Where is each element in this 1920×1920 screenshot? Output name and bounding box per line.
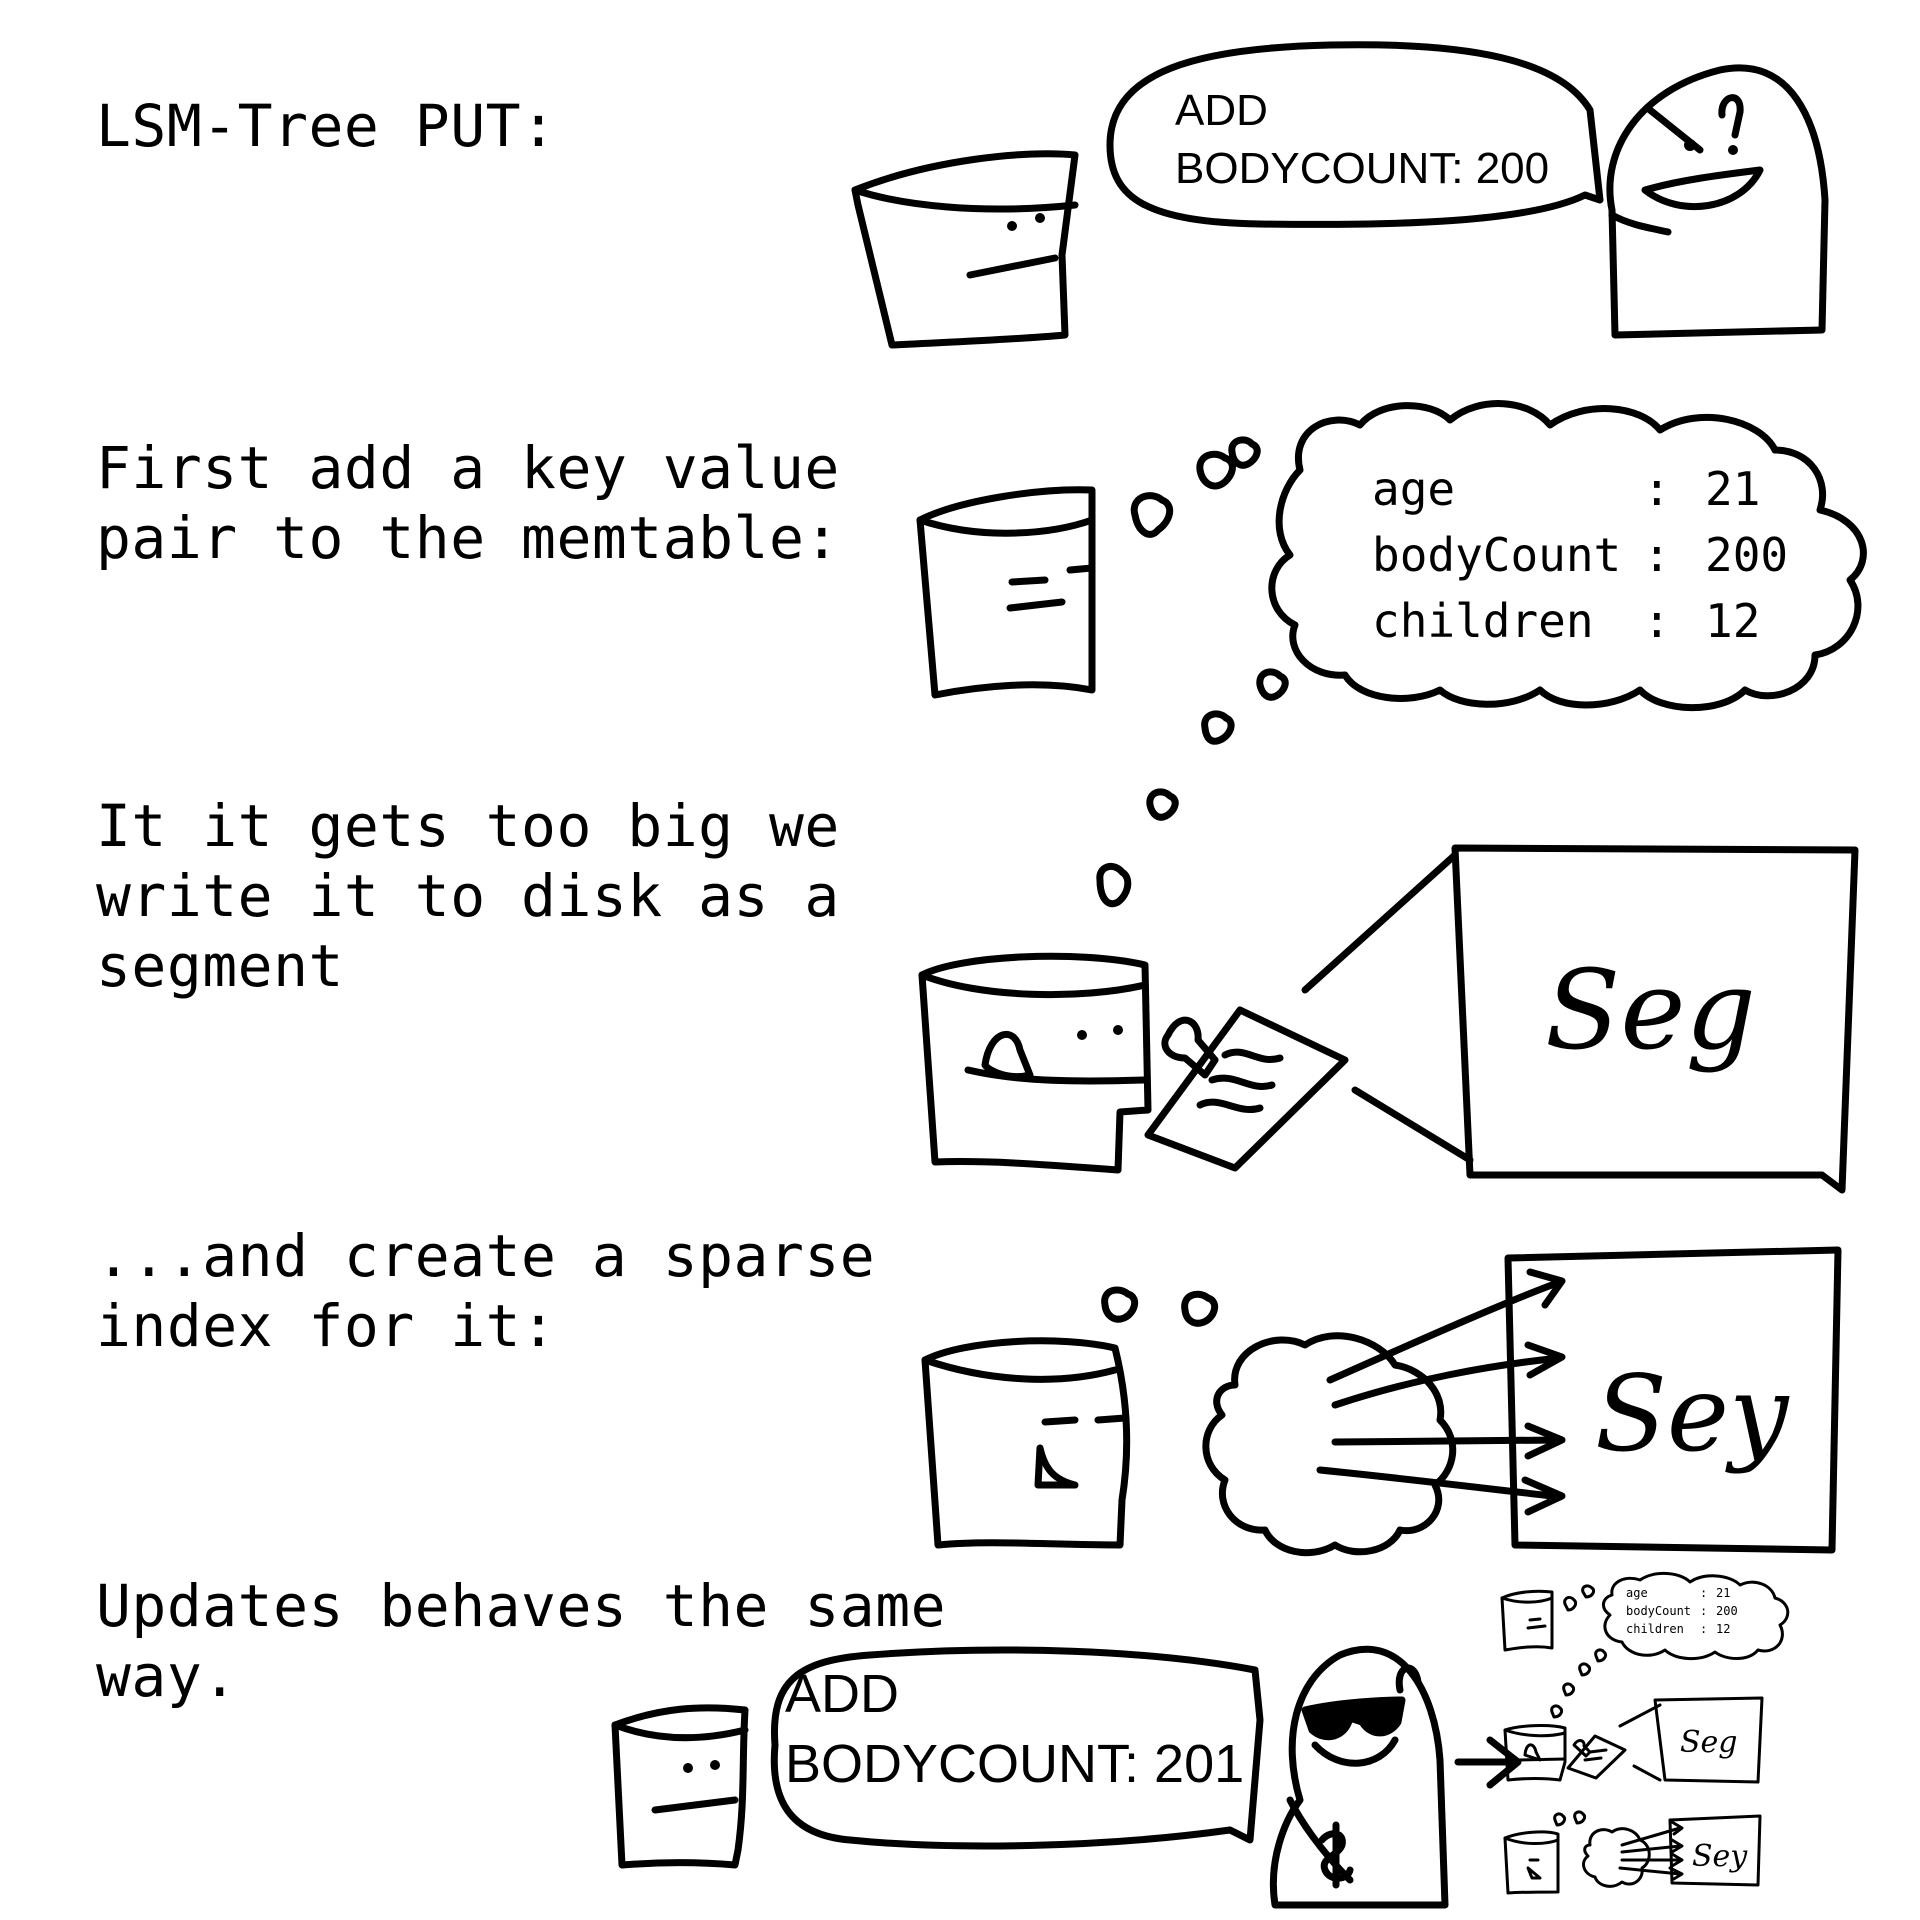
- client-character: [1606, 64, 1829, 339]
- bubble-line-bodycount: BODYCOUNT: 200: [1175, 144, 1549, 193]
- memtable-key-children: children: [1372, 594, 1594, 648]
- memtable-sep-children: :: [1643, 594, 1671, 648]
- thought-cloud: [1268, 400, 1867, 712]
- caption-write-disk-line2: write it to disk as a: [96, 862, 840, 930]
- mini-memtable-value-age: 21: [1716, 1586, 1730, 1600]
- caption-add-memtable-line2: pair to the memtable:: [96, 504, 840, 572]
- bubble-line-add: ADD: [1175, 86, 1268, 135]
- update-speech-bubble: ADD BODYCOUNT: 201: [770, 1646, 1264, 1850]
- mini-memtable-sep-age: :: [1700, 1586, 1707, 1600]
- caption-updates-line1: Updates behaves the same: [96, 1572, 947, 1640]
- index-segment-box: Sey: [1504, 1246, 1842, 1554]
- caption-add-memtable-line1: First add a key value: [96, 434, 840, 502]
- speech-bubble: ADD BODYCOUNT: 200: [1106, 41, 1604, 228]
- caption-write-disk-line1: It it gets too big we: [96, 792, 840, 860]
- mini-memtable-value-children: 12: [1716, 1622, 1730, 1636]
- index-segment-label: Sey: [1595, 1353, 1790, 1475]
- index-arrows: [1316, 1268, 1566, 1516]
- caption-lsm-tree-put: LSM-Tree PUT:: [96, 92, 557, 160]
- memtable-value-children: 12: [1705, 594, 1760, 648]
- index-cloud: [1202, 1332, 1457, 1557]
- memtable-sep-age: :: [1643, 462, 1671, 516]
- mini-memtable-sep-bodycount: :: [1700, 1604, 1707, 1618]
- mini-memtable-sep-children: :: [1700, 1622, 1707, 1636]
- update-bubble-line-add: ADD: [785, 1664, 899, 1724]
- memtable-value-bodycount: 200: [1705, 528, 1788, 582]
- mini-memtable-value-bodycount: 200: [1716, 1604, 1738, 1618]
- database-character-writing: [918, 952, 1152, 1174]
- memtable-sep-bodycount: :: [1643, 528, 1671, 582]
- memtable-value-age: 21: [1705, 462, 1760, 516]
- database-character-index: [921, 1337, 1131, 1549]
- mini-memtable-key-bodycount: bodyCount: [1626, 1604, 1691, 1618]
- memtable-rows: age : 21 bodyCount : 200 children : 12: [1372, 462, 1788, 648]
- database-character-update: [611, 1704, 749, 1869]
- mini-memtable-key-children: children: [1626, 1622, 1684, 1636]
- thought-dots: [1096, 436, 1289, 908]
- caption-sparse-index-line2: index for it:: [96, 1292, 557, 1360]
- mini-memtable-key-age: age: [1626, 1586, 1648, 1600]
- index-thought-dots: [1101, 1286, 1219, 1327]
- segment-box: Seg: [1451, 844, 1859, 1194]
- database-character-memtable: [916, 486, 1096, 699]
- cool-client-character: [1269, 1645, 1449, 1909]
- update-bubble-line-bodycount: BODYCOUNT: 201: [785, 1734, 1244, 1794]
- caption-sparse-index-line1: ...and create a sparse: [96, 1222, 876, 1290]
- segment-projection: [1301, 851, 1474, 1164]
- database-character: [851, 150, 1079, 349]
- memtable-key-bodycount: bodyCount: [1372, 528, 1621, 582]
- mini-recap: age : 21 bodyCount : 200 children : 12 S…: [1500, 1572, 1790, 1895]
- paper-and-quill-icon: [1144, 1006, 1349, 1172]
- mini-index-label: Sey: [1692, 1839, 1748, 1874]
- memtable-key-age: age: [1372, 462, 1455, 516]
- caption-write-disk-line3: segment: [96, 932, 344, 1000]
- segment-label: Seg: [1545, 946, 1756, 1074]
- mini-segment-label: Seg: [1680, 1725, 1738, 1760]
- caption-updates-line2: way.: [96, 1642, 238, 1710]
